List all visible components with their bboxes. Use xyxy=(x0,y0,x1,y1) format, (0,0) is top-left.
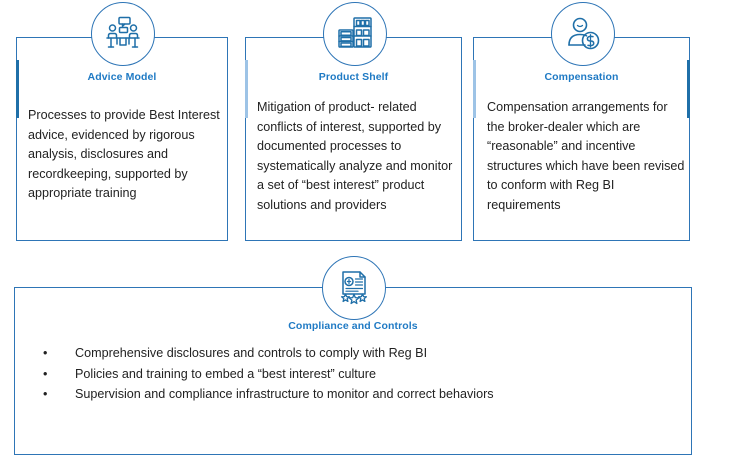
icon-badge-product-shelf xyxy=(323,2,387,66)
card-body-advice-model: Processes to provide Best Interest advic… xyxy=(28,108,220,200)
bullet-marker: • xyxy=(43,366,48,381)
card-compensation[interactable]: Compensation Compensation arrangements f… xyxy=(473,37,690,241)
list-item-label: Policies and training to embed a “best i… xyxy=(75,366,377,381)
card-title-product-shelf: Product Shelf xyxy=(318,71,389,83)
bullet-marker: • xyxy=(43,387,48,401)
list-item-label: Comprehensive disclosures and controls t… xyxy=(75,346,428,360)
icon-badge-compensation xyxy=(551,2,615,66)
card-advice-model[interactable]: Advice Model Processes to provide Best I… xyxy=(16,37,228,241)
list-item: • Supervision and compliance infrastruct… xyxy=(33,384,653,405)
card-body-compensation: Compensation arrangements for the broker… xyxy=(487,100,685,212)
card-accent-bar-left xyxy=(16,60,19,118)
person-dollar-icon xyxy=(568,17,600,50)
list-item: • Comprehensive disclosures and controls… xyxy=(33,343,653,364)
card-title-advice-model: Advice Model xyxy=(87,71,157,83)
list-item: • Policies and training to embed a “best… xyxy=(33,364,653,385)
shelf-storage-unit-icon xyxy=(338,17,372,48)
bullet-marker: • xyxy=(43,346,48,360)
card-accent-bar-left xyxy=(473,60,476,118)
icon-badge-advice-model xyxy=(91,2,155,66)
card-title-compensation: Compensation xyxy=(544,71,619,83)
card-product-shelf[interactable]: Product Shelf Mitigation of product- rel… xyxy=(245,37,462,241)
certificate-stars-icon xyxy=(340,271,368,305)
card-accent-bar-left xyxy=(245,60,248,118)
card-title-compliance-and-controls: Compliance and Controls xyxy=(288,320,418,332)
meeting-people-speech-bubble-icon xyxy=(106,16,140,48)
card-body-product-shelf: Mitigation of product- related conflicts… xyxy=(257,100,453,212)
icon-badge-compliance-and-controls xyxy=(322,256,386,320)
card-accent-bar-right xyxy=(687,60,690,118)
list-item-label: Supervision and compliance infrastructur… xyxy=(75,387,494,401)
compliance-bullet-list: • Comprehensive disclosures and controls… xyxy=(33,343,653,405)
